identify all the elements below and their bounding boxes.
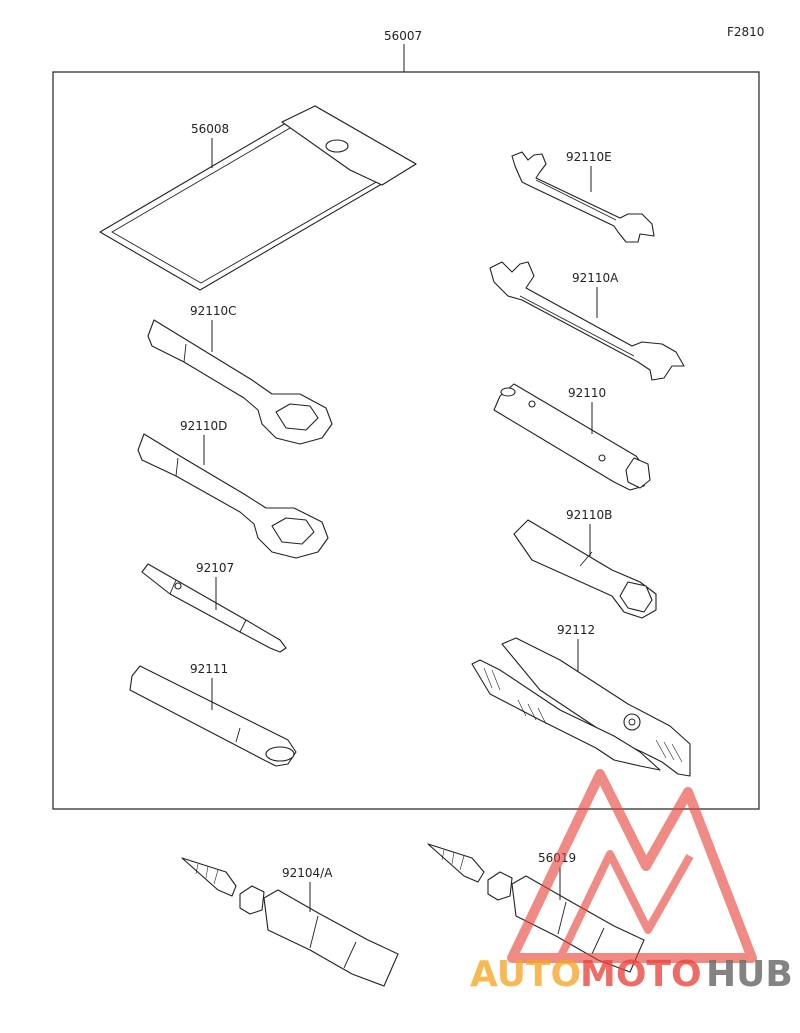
- label-92107: 92107: [196, 561, 234, 575]
- grease-tube-left-drawing: [181, 857, 399, 987]
- socket-wrench-drawing: [493, 383, 651, 491]
- watermark-text: AUTO MOTO HUB: [470, 954, 793, 995]
- assembly-frame: [52, 71, 760, 810]
- label-92110A: 92110A: [572, 271, 619, 285]
- label-92110: 92110: [568, 386, 606, 400]
- tool-bag-drawing: [99, 105, 417, 291]
- label-92111: 92111: [190, 662, 228, 676]
- watermark-logo: [507, 769, 757, 963]
- assembly-label: 56007: [384, 29, 422, 43]
- ring-wrench-upper-drawing: [147, 319, 333, 445]
- wrench-drawing: [489, 261, 685, 381]
- watermark-text-hub: HUB: [706, 954, 793, 995]
- label-92112: 92112: [557, 623, 595, 637]
- label-92110C: 92110C: [190, 304, 237, 318]
- handle-bar-drawing: [129, 665, 297, 767]
- label-92110D: 92110D: [180, 419, 227, 433]
- ring-wrench-lower-drawing: [137, 433, 329, 559]
- label-92110E: 92110E: [566, 150, 612, 164]
- watermark-mountain-icon: [507, 769, 757, 963]
- figure-code: F2810: [727, 25, 764, 39]
- watermark-text-moto: MOTO: [580, 954, 702, 995]
- pliers-drawing: [471, 637, 691, 777]
- label-92104A: 92104/A: [282, 866, 333, 880]
- label-92110B: 92110B: [566, 508, 612, 522]
- small-wrench-drawing: [511, 151, 655, 243]
- box-socket-drawing: [513, 519, 657, 619]
- label-56008: 56008: [191, 122, 229, 136]
- watermark-text-auto: AUTO: [470, 954, 581, 995]
- screwdriver-drawing: [141, 563, 287, 653]
